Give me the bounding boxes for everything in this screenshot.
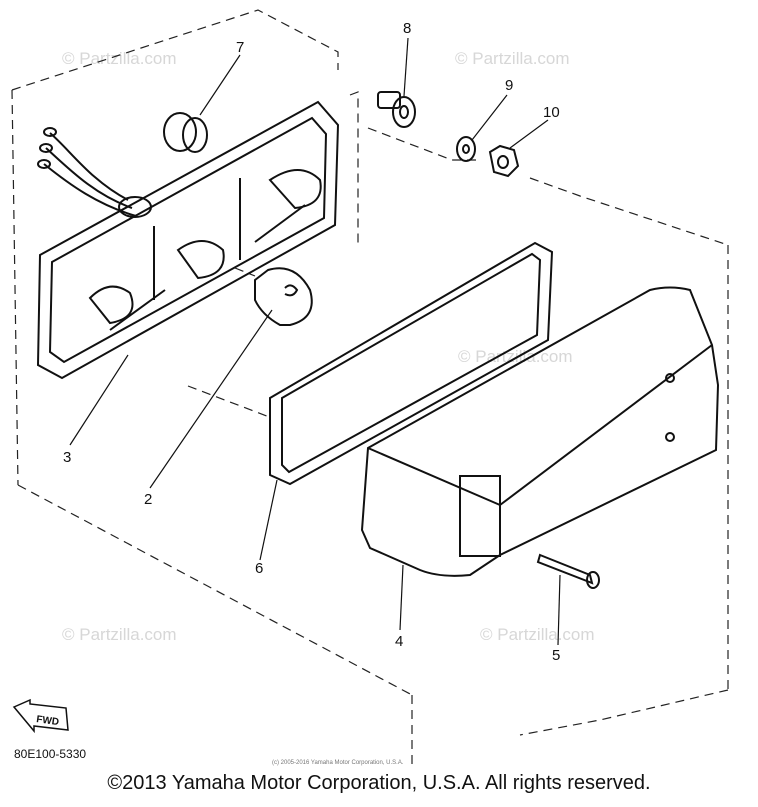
assembly-outline bbox=[11, 9, 729, 770]
lens bbox=[360, 286, 720, 577]
part-number-9: 9 bbox=[505, 77, 513, 94]
exploded-parts-diagram: © Partzilla.com © Partzilla.com © Partzi… bbox=[11, 9, 729, 770]
part-number-2: 2 bbox=[144, 491, 152, 508]
watermark: © Partzilla.com bbox=[458, 347, 573, 366]
diagram-code: 80E100-5330 bbox=[14, 747, 86, 761]
bulb bbox=[254, 267, 313, 326]
nut bbox=[488, 144, 520, 178]
tail-light-housing bbox=[36, 100, 340, 380]
watermark: © Partzilla.com bbox=[62, 625, 177, 644]
part-number-6: 6 bbox=[255, 560, 263, 577]
part-number-3: 3 bbox=[63, 449, 71, 466]
screw bbox=[536, 553, 600, 589]
part-number-5: 5 bbox=[552, 647, 560, 664]
leader-lines bbox=[69, 37, 561, 646]
part-labels: 7 8 9 10 3 2 6 4 5 bbox=[63, 20, 560, 664]
part-number-4: 4 bbox=[395, 633, 403, 650]
wire-harness bbox=[37, 127, 152, 218]
part-number-7: 7 bbox=[236, 39, 244, 56]
copyright-notice: ©2013 Yamaha Motor Corporation, U.S.A. A… bbox=[107, 772, 651, 794]
watermark: © Partzilla.com bbox=[62, 49, 177, 68]
washer bbox=[456, 136, 476, 162]
watermarks: © Partzilla.com © Partzilla.com © Partzi… bbox=[62, 49, 595, 644]
forward-label: FWD bbox=[36, 714, 60, 728]
part-number-10: 10 bbox=[543, 104, 560, 121]
part-number-8: 8 bbox=[403, 20, 411, 37]
watermark: © Partzilla.com bbox=[480, 625, 595, 644]
gasket bbox=[269, 241, 554, 486]
small-copyright: (c) 2005-2016 Yamaha Motor Corporation, … bbox=[272, 760, 404, 766]
grommet bbox=[163, 112, 208, 153]
forward-arrow-icon: FWD bbox=[12, 698, 69, 734]
collar bbox=[377, 91, 416, 128]
watermark: © Partzilla.com bbox=[455, 49, 570, 68]
